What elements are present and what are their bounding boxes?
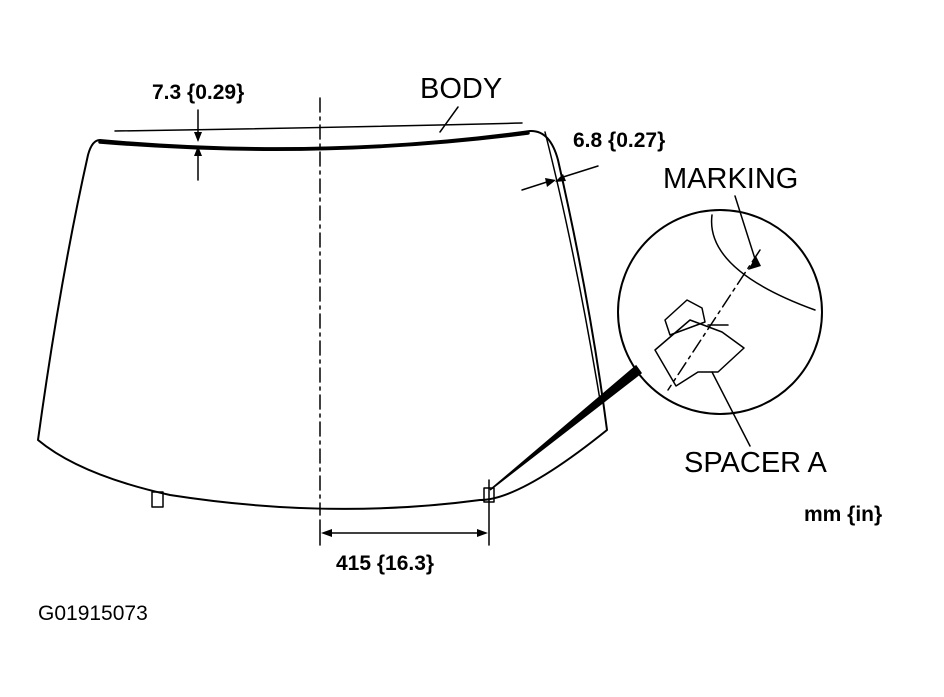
spacer-left — [151, 491, 164, 508]
marking-leader — [734, 195, 757, 263]
body-label: BODY — [420, 73, 502, 105]
figure-code: G01915073 — [38, 602, 148, 625]
spacer-a-leader — [711, 371, 751, 447]
detail-circle — [617, 209, 823, 415]
side-gap-dimension — [521, 165, 599, 191]
detail-leader — [489, 364, 643, 491]
windshield-top-edge — [98, 131, 530, 151]
marking-label: MARKING — [663, 163, 798, 195]
windshield-outline — [37, 129, 608, 510]
top-gap-label: 7.3 {0.29} — [152, 81, 244, 104]
spacer-offset-label: 415 {16.3} — [336, 552, 434, 575]
body-side-line — [544, 131, 601, 401]
marking-mark — [748, 256, 761, 270]
spacer-a-label: SPACER A — [684, 447, 828, 479]
body-leader — [439, 106, 459, 133]
top-gap-dimension — [194, 109, 202, 181]
spacer-offset-dimension — [319, 479, 490, 546]
side-gap-label: 6.8 {0.27} — [573, 129, 665, 152]
spacer-detail — [654, 249, 761, 391]
units-label: mm {in} — [804, 503, 882, 526]
body-outline — [114, 122, 523, 132]
marking-curve — [710, 214, 816, 311]
